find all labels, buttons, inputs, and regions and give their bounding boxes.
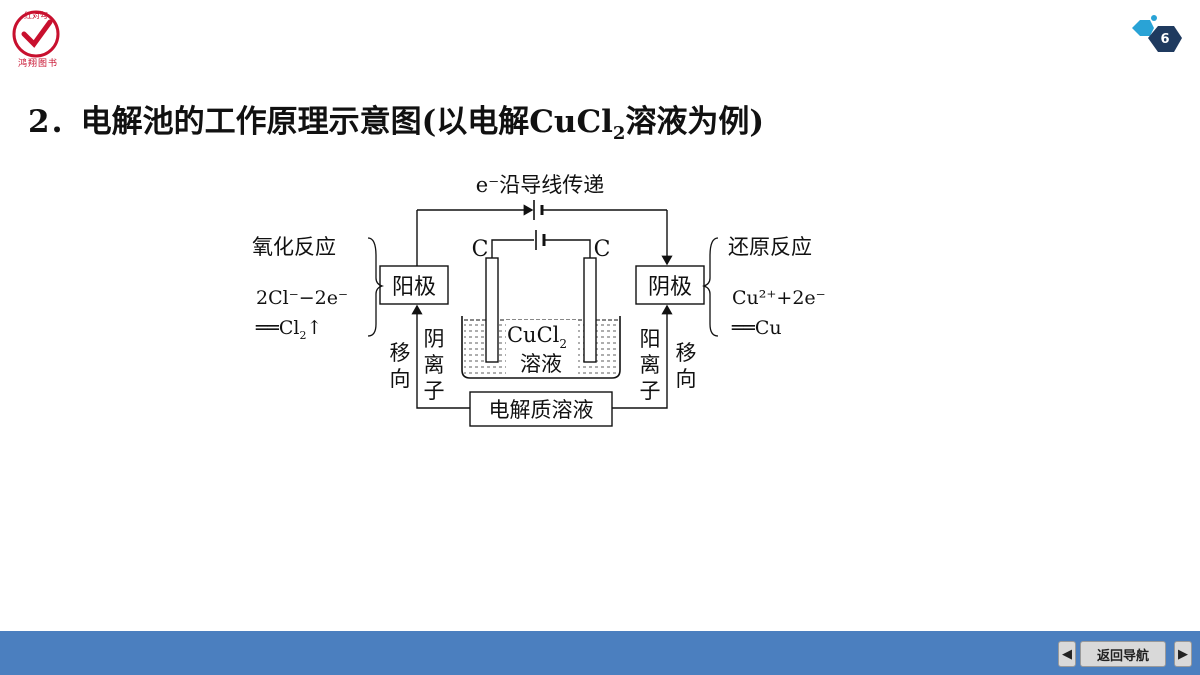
anode-equation-line1: 2Cl⁻−2e⁻ [256,287,348,309]
right-electrode [583,257,597,363]
move-left-char-1: 移 [390,341,411,365]
electrolyte-label: 电解质溶液 [489,398,594,422]
page-title: 2．电解池的工作原理示意图(以电解CuCl2溶液为例) [28,96,764,144]
anion-char-1: 阴 [424,327,445,351]
cation-char-1: 阳 [640,327,661,351]
electron-flow-label: e⁻沿导线传递 [476,173,605,197]
anion-char-2: 离 [424,353,445,377]
prev-arrow-icon[interactable]: ◀ [1058,641,1076,667]
anion-migration-arrow [411,304,470,409]
move-right-char-2: 向 [676,367,697,391]
beaker [461,316,621,379]
cathode-equation-line2: ══Cu [731,317,782,339]
cathode-box [635,265,705,305]
hexagon-icon [1132,20,1154,36]
footer-bar [0,631,1200,675]
left-electrode-label: C [472,237,489,262]
left-electrode [485,257,499,363]
anode-equation-line2: ══Cl2↑ [255,317,322,342]
electrolysis-diagram: e⁻沿导线传递 C C CuCl2 溶液 阳极 阴极 氧化反应 2Cl⁻−2e⁻… [252,173,826,427]
dot-icon [1151,15,1157,21]
cation-char-3: 子 [640,379,661,403]
reduction-label: 还原反应 [728,235,812,259]
solution-formula: CuCl2 [507,323,567,351]
cathode-label: 阴极 [648,275,692,300]
back-to-nav-button[interactable]: 返回导航 [1080,641,1166,667]
page-number-badge: 6 [1132,15,1182,52]
left-brace [367,237,385,337]
electrolyte-box [469,391,613,427]
logo-top-text: 红对勾 [24,10,48,20]
title-suffix: 溶液为例) [625,104,765,140]
cation-migration-arrow [612,304,673,409]
oxidation-label: 氧化反应 [252,235,336,259]
right-electrode-label: C [594,237,611,262]
page-number: 6 [1160,32,1169,47]
cathode-equation-line1: Cu²⁺+2e⁻ [732,287,826,309]
title-subscript: 2 [612,123,626,145]
logo-text: 鸿翔图书 [17,59,58,69]
publisher-logo: 红对勾 [12,10,60,58]
cation-char-2: 离 [640,353,661,377]
anion-char-3: 子 [424,379,445,403]
move-left-char-2: 向 [390,367,411,391]
anode-label: 阳极 [392,275,436,300]
title-prefix: 2．电解池的工作原理示意图(以电解CuCl [28,104,613,140]
anode-box [379,265,449,305]
solution-label: 溶液 [520,352,562,376]
right-brace [701,237,719,337]
next-arrow-icon[interactable]: ▶ [1174,641,1192,667]
move-right-char-1: 移 [676,341,697,365]
